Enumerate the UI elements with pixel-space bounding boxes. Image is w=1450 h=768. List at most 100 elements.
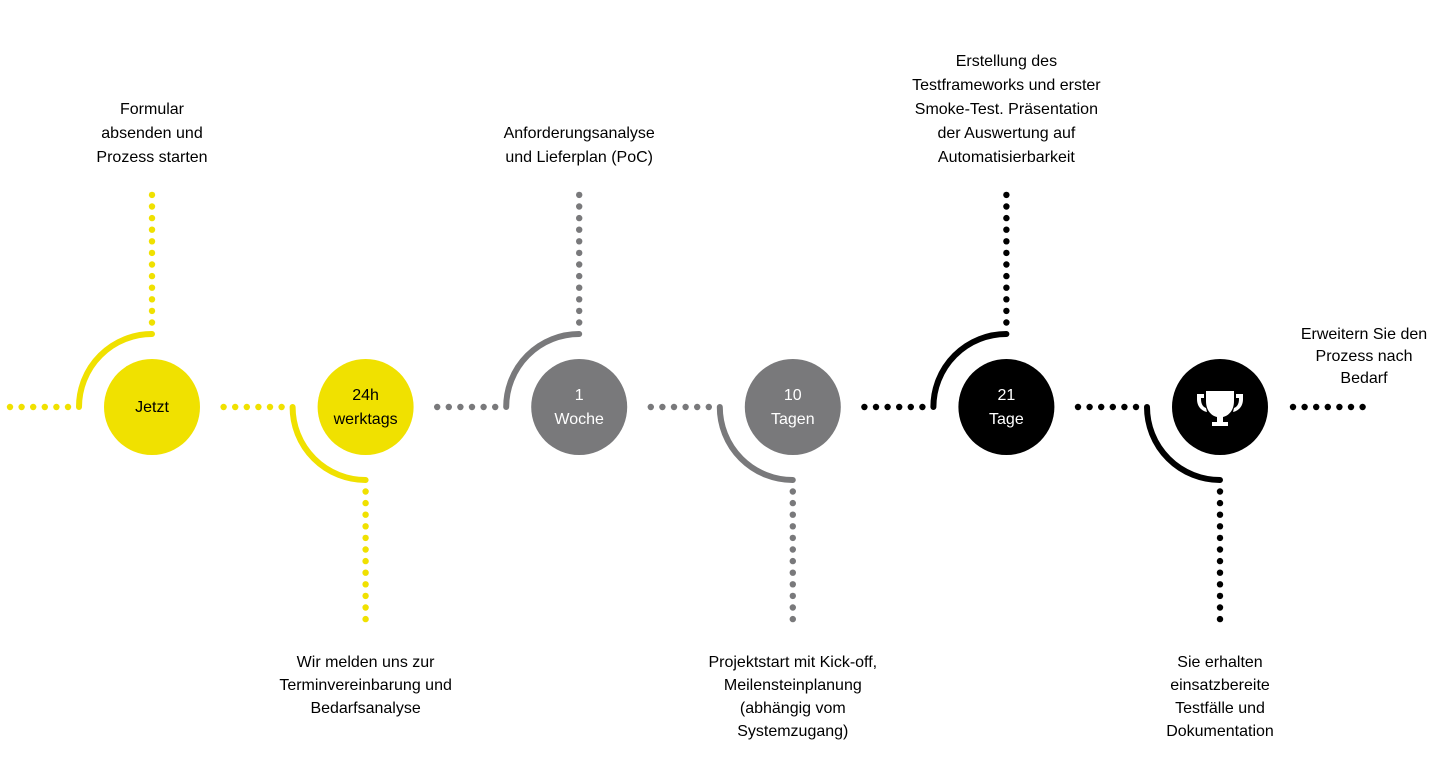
- connector-dot: [1003, 226, 1010, 233]
- connector-dot: [457, 403, 464, 411]
- connector-dot: [18, 403, 25, 411]
- connector-dot: [148, 203, 156, 210]
- connector-dot: [789, 511, 796, 518]
- connector-dot: [468, 403, 476, 411]
- connector-dot: [243, 403, 250, 411]
- connector-dot: [148, 191, 156, 199]
- connector-dot: [30, 403, 37, 411]
- connector-dot: [789, 592, 796, 600]
- connector-dot: [1216, 557, 1224, 565]
- progress-arc: [289, 404, 369, 483]
- step-description: Projektstart mit Kick-off, Meilensteinpl…: [708, 654, 878, 740]
- connector-dot: [492, 403, 499, 411]
- step-circle: [317, 359, 414, 455]
- connector-dot: [1074, 403, 1082, 411]
- connector-dot: [1216, 604, 1224, 611]
- trophy-icon: [1197, 391, 1243, 426]
- connector-dot: [255, 403, 262, 411]
- connector-dot: [480, 403, 487, 411]
- connector-dot: [1003, 296, 1010, 303]
- connector-dot: [1109, 403, 1117, 411]
- connector-dot: [362, 604, 369, 611]
- connector-dot: [362, 534, 369, 542]
- connector-dot: [1003, 319, 1010, 326]
- connector-dot: [148, 307, 156, 315]
- connector-dot: [1347, 403, 1355, 411]
- connector-dot: [41, 403, 48, 411]
- connector-dot: [148, 249, 156, 257]
- step-description: Wir melden uns zur Terminvereinbarung un…: [279, 654, 452, 717]
- connector-dot: [362, 615, 369, 623]
- step-circle-label: 24h werktags: [333, 387, 398, 428]
- connector-dot: [896, 403, 903, 411]
- connector-dot: [1313, 403, 1320, 411]
- connector-dot: [789, 488, 796, 495]
- step-circle: [531, 359, 628, 455]
- connector-dot: [64, 403, 72, 411]
- connector-dot: [1216, 488, 1224, 495]
- connector-dot: [576, 319, 583, 326]
- connector-dot: [682, 403, 689, 411]
- final-step-description: Erweitern Sie den Prozess nach Bedarf: [1300, 326, 1428, 387]
- progress-arc: [1144, 404, 1223, 483]
- connector-dot: [362, 488, 369, 495]
- connector-dot: [1003, 238, 1010, 245]
- connector-dot: [362, 499, 369, 507]
- connector-dot: [362, 546, 369, 553]
- connector-dot: [1216, 499, 1224, 507]
- connector-dot: [576, 191, 583, 199]
- connector-dot: [789, 499, 796, 507]
- progress-arc: [503, 331, 583, 410]
- connector-dot: [362, 523, 369, 530]
- connector-dot: [1003, 284, 1010, 291]
- connector-dot: [362, 581, 369, 588]
- connector-dot: [576, 296, 583, 303]
- connector-dot: [434, 403, 441, 411]
- connector-dot: [148, 296, 156, 303]
- connector-dot: [576, 261, 583, 268]
- connector-dot: [1216, 511, 1224, 518]
- connector-dot: [705, 403, 712, 411]
- connector-dot: [789, 557, 796, 565]
- connector-dot: [1003, 307, 1010, 315]
- connector-dot: [1289, 403, 1297, 411]
- connector-dot: [1132, 403, 1140, 411]
- connector-dot: [789, 604, 796, 611]
- connector-dot: [1003, 249, 1010, 257]
- connector-dot: [576, 249, 583, 257]
- connector-dot: [362, 511, 369, 518]
- progress-arc: [76, 331, 155, 410]
- connector-dot: [220, 403, 227, 411]
- step-circle-label: 10 Tagen: [771, 387, 815, 428]
- connector-dot: [1003, 191, 1010, 199]
- connector-dot: [445, 403, 452, 411]
- step-description: Sie erhalten einsatzbereite Testfälle un…: [1166, 654, 1274, 740]
- connector-dot: [1121, 403, 1128, 411]
- connector-dot: [148, 261, 156, 268]
- connector-dot: [1086, 403, 1093, 411]
- connector-dot: [919, 403, 926, 411]
- step-description: Erstellung des Testframeworks und erster…: [912, 53, 1101, 166]
- connector-dot: [1359, 403, 1366, 411]
- connector-dot: [266, 403, 274, 411]
- connector-dot: [789, 581, 796, 588]
- connector-dot: [872, 403, 880, 411]
- connector-dot: [1216, 569, 1224, 576]
- connector-dot: [576, 214, 583, 222]
- connector-dot: [884, 403, 891, 411]
- connector-dot: [1324, 403, 1332, 411]
- progress-arc: [716, 404, 796, 483]
- connector-dot: [576, 272, 583, 280]
- connector-dot: [1216, 615, 1224, 623]
- connector-dot: [659, 403, 666, 411]
- connector-dot: [362, 592, 369, 600]
- step-description: Formular absenden und Prozess starten: [96, 101, 208, 166]
- connector-dot: [576, 203, 583, 210]
- connector-dot: [148, 284, 156, 291]
- connector-dot: [789, 534, 796, 542]
- connector-dot: [1336, 403, 1343, 411]
- step-circle: [958, 359, 1055, 455]
- step-circle-label: 21 Tage: [989, 387, 1024, 428]
- connector-dot: [1098, 403, 1105, 411]
